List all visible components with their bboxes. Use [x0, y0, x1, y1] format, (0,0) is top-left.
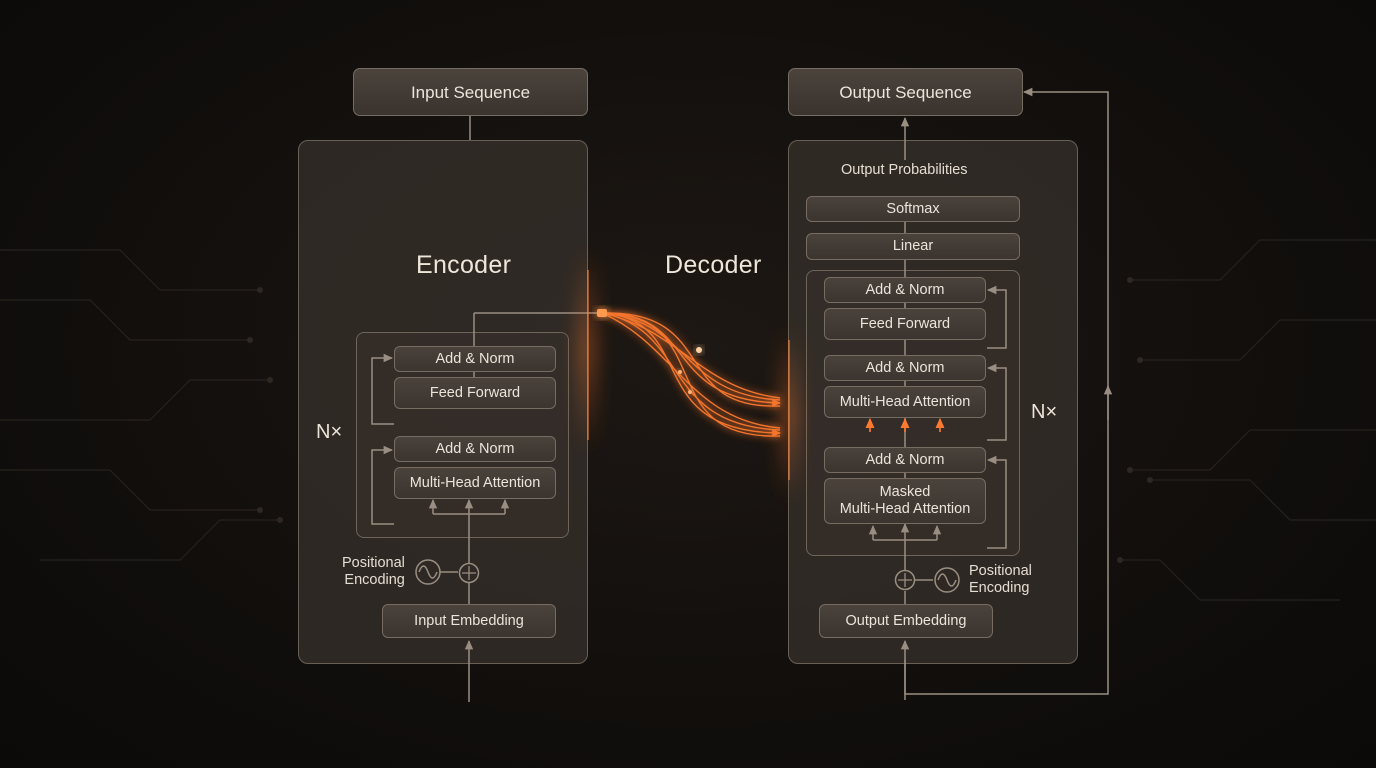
encoder-multi-head-attention: Multi-Head Attention: [394, 467, 556, 499]
encoder-sine-wave-icon: [415, 559, 441, 585]
decoder-add-norm-3: Add & Norm: [824, 447, 986, 473]
linear-box: Linear: [806, 233, 1020, 260]
decoder-repeat-label: N×: [1031, 401, 1058, 423]
input-embedding-box: Input Embedding: [382, 604, 556, 638]
encoder-repeat-label: N×: [316, 421, 343, 443]
output-probabilities-label: Output Probabilities: [841, 162, 968, 178]
encoder-add-circle-icon: [458, 562, 480, 584]
softmax-box: Softmax: [806, 196, 1020, 222]
output-sequence-box: Output Sequence: [788, 68, 1023, 116]
decoder-multi-head-attention: Multi-Head Attention: [824, 386, 986, 418]
decoder-add-norm-2: Add & Norm: [824, 355, 986, 381]
decoder-add-circle-icon: [894, 569, 916, 591]
decoder-add-norm-1: Add & Norm: [824, 277, 986, 303]
input-sequence-box: Input Sequence: [353, 68, 588, 116]
encoder-positional-encoding-label: Positional Encoding: [342, 555, 405, 588]
output-embedding-box: Output Embedding: [819, 604, 993, 638]
encoder-add-norm-top: Add & Norm: [394, 346, 556, 372]
encoder-title: Encoder: [416, 251, 512, 279]
encoder-feed-forward: Feed Forward: [394, 377, 556, 409]
decoder-masked-attention: Masked Multi-Head Attention: [824, 478, 986, 524]
encoder-add-norm-bottom: Add & Norm: [394, 436, 556, 462]
decoder-title: Decoder: [665, 251, 762, 279]
decoder-positional-encoding-label: Positional Encoding: [969, 563, 1032, 596]
decoder-sine-wave-icon: [934, 567, 960, 593]
decoder-feed-forward: Feed Forward: [824, 308, 986, 340]
